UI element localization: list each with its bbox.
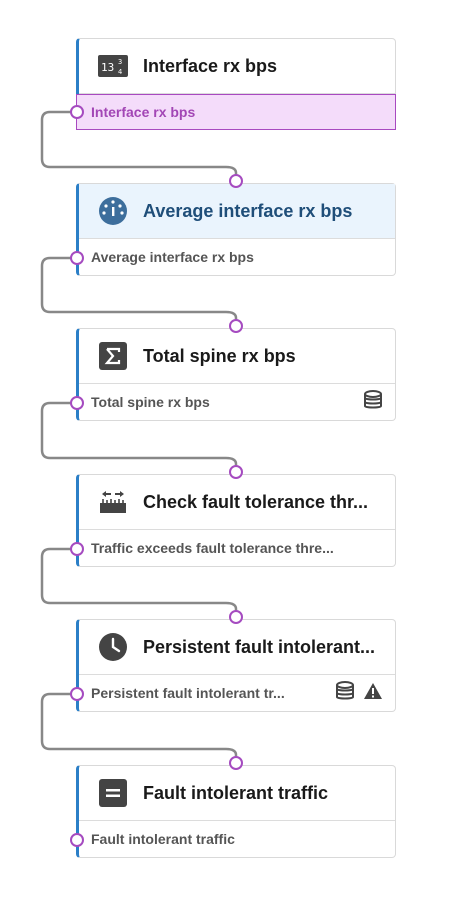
node-output[interactable]: Average interface rx bps bbox=[79, 239, 395, 275]
input-port[interactable] bbox=[229, 756, 243, 770]
output-port[interactable] bbox=[70, 833, 84, 847]
warning-icon[interactable] bbox=[363, 682, 383, 705]
node-header[interactable]: Fault intolerant traffic bbox=[79, 766, 395, 821]
number-grid-icon: 13 3 4 bbox=[97, 50, 129, 82]
node-interface-rx-bps[interactable]: 13 3 4 Interface rx bps Interface rx bps bbox=[76, 38, 396, 130]
connection-wire bbox=[40, 547, 238, 617]
node-title: Fault intolerant traffic bbox=[143, 782, 329, 803]
sigma-icon bbox=[97, 340, 129, 372]
gauge-icon bbox=[97, 195, 129, 227]
node-total-spine-rx-bps[interactable]: Total spine rx bps Total spine rx bps bbox=[76, 328, 396, 421]
node-title: Total spine rx bps bbox=[143, 345, 296, 366]
node-header[interactable]: Persistent fault intolerant... bbox=[79, 620, 395, 675]
node-output[interactable]: Interface rx bps bbox=[76, 94, 396, 130]
node-fault-intolerant-traffic[interactable]: Fault intolerant traffic Fault intoleran… bbox=[76, 765, 396, 858]
connection-wire bbox=[40, 692, 238, 763]
node-header[interactable]: Total spine rx bps bbox=[79, 329, 395, 384]
node-output[interactable]: Total spine rx bps bbox=[79, 384, 395, 420]
node-output[interactable]: Traffic exceeds fault tolerance thre... bbox=[79, 530, 395, 566]
node-output[interactable]: Fault intolerant traffic bbox=[79, 821, 395, 857]
input-port[interactable] bbox=[229, 174, 243, 188]
node-title: Persistent fault intolerant... bbox=[143, 636, 376, 657]
output-port[interactable] bbox=[70, 687, 84, 701]
connection-wire bbox=[40, 110, 238, 181]
database-icon[interactable] bbox=[335, 680, 355, 706]
node-check-fault-tolerance[interactable]: Check fault tolerance thr... Traffic exc… bbox=[76, 474, 396, 567]
node-header[interactable]: 13 3 4 Interface rx bps bbox=[79, 39, 395, 94]
node-persistent-fault-intolerant[interactable]: Persistent fault intolerant... Persisten… bbox=[76, 619, 396, 712]
output-port[interactable] bbox=[70, 251, 84, 265]
database-icon[interactable] bbox=[363, 389, 383, 415]
output-label: Persistent fault intolerant tr... bbox=[91, 685, 285, 701]
output-label: Total spine rx bps bbox=[91, 394, 210, 410]
connection-wire bbox=[40, 256, 238, 326]
input-port[interactable] bbox=[229, 319, 243, 333]
output-label: Interface rx bps bbox=[91, 104, 196, 120]
node-header[interactable]: Average interface rx bps bbox=[79, 184, 395, 239]
svg-text:3: 3 bbox=[118, 58, 122, 66]
svg-text:4: 4 bbox=[118, 68, 122, 76]
input-port[interactable] bbox=[229, 610, 243, 624]
output-label: Average interface rx bps bbox=[91, 249, 254, 265]
node-title: Interface rx bps bbox=[143, 55, 278, 76]
output-label: Traffic exceeds fault tolerance thre... bbox=[91, 540, 334, 556]
output-port[interactable] bbox=[70, 542, 84, 556]
output-label: Fault intolerant traffic bbox=[91, 831, 235, 847]
node-average-interface-rx-bps[interactable]: Average interface rx bps Average interfa… bbox=[76, 183, 396, 276]
input-port[interactable] bbox=[229, 465, 243, 479]
node-title: Average interface rx bps bbox=[143, 200, 353, 221]
clock-icon bbox=[97, 631, 129, 663]
node-title: Check fault tolerance thr... bbox=[143, 491, 369, 512]
range-check-icon bbox=[97, 486, 129, 518]
connection-wire bbox=[40, 401, 238, 472]
node-output[interactable]: Persistent fault intolerant tr... bbox=[79, 675, 395, 711]
output-port[interactable] bbox=[70, 396, 84, 410]
node-header[interactable]: Check fault tolerance thr... bbox=[79, 475, 395, 530]
output-port[interactable] bbox=[70, 105, 84, 119]
svg-text:13: 13 bbox=[101, 61, 114, 74]
equals-icon bbox=[97, 777, 129, 809]
